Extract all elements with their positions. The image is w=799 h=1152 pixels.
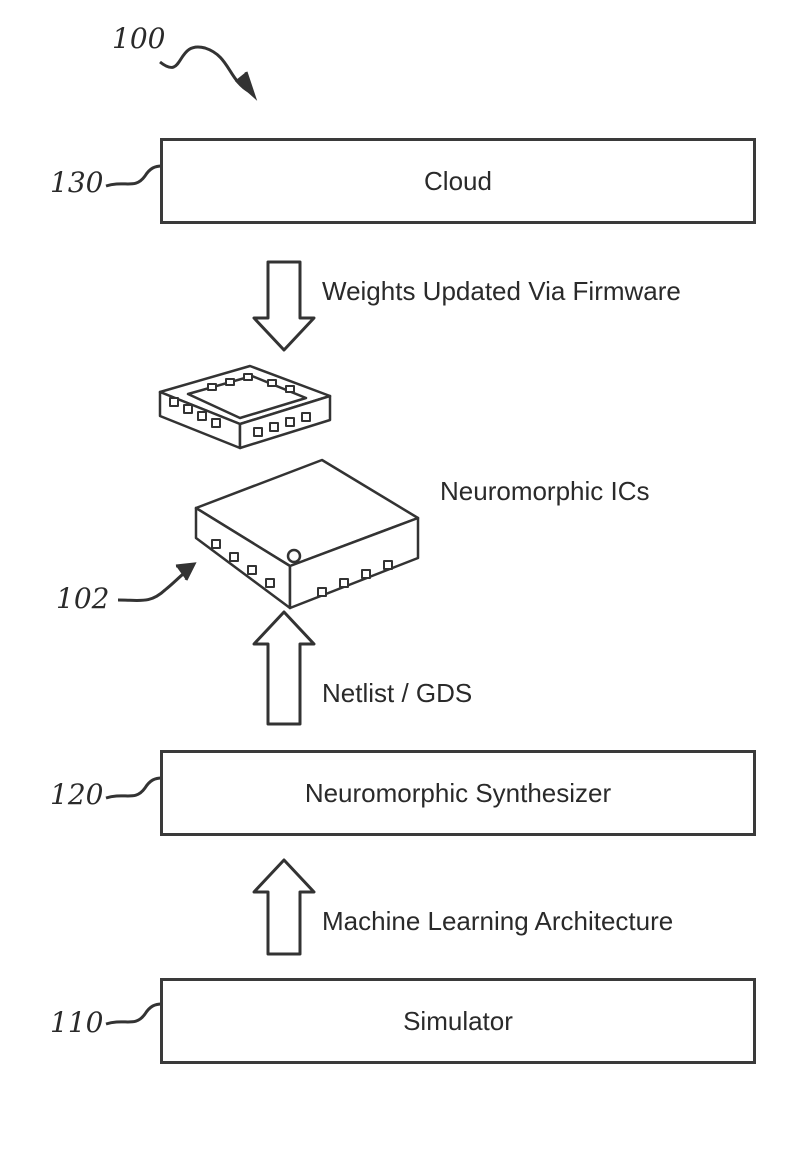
leader-110 xyxy=(106,1004,162,1024)
leader-130 xyxy=(106,166,162,186)
up-arrow-netlist xyxy=(254,612,314,724)
synthesizer-box: Neuromorphic Synthesizer xyxy=(160,750,756,836)
simulator-box: Simulator xyxy=(160,978,756,1064)
leader-120 xyxy=(106,778,162,798)
ics-ref-number: 102 xyxy=(56,582,109,615)
simulator-ref-number: 110 xyxy=(50,1006,103,1039)
netlist-caption: Netlist / GDS xyxy=(322,678,472,709)
figure-ref-pointer xyxy=(160,47,254,96)
up-arrow-ml xyxy=(254,860,314,954)
down-arrow xyxy=(254,262,314,350)
synthesizer-label: Neuromorphic Synthesizer xyxy=(305,778,611,809)
chip-top xyxy=(160,366,330,448)
synthesizer-ref-number: 120 xyxy=(50,778,103,811)
ics-ref-pointer xyxy=(118,564,194,601)
leader-lines xyxy=(106,166,162,1024)
figure-ref-number: 100 xyxy=(112,22,165,55)
ics-caption: Neuromorphic ICs xyxy=(440,476,650,507)
cloud-ref-number: 130 xyxy=(50,166,103,199)
cloud-box: Cloud xyxy=(160,138,756,224)
simulator-label: Simulator xyxy=(403,1006,513,1037)
chip-bottom xyxy=(196,460,418,608)
ml-architecture-caption: Machine Learning Architecture xyxy=(322,906,673,937)
weights-caption: Weights Updated Via Firmware xyxy=(322,276,681,307)
cloud-label: Cloud xyxy=(424,166,492,197)
